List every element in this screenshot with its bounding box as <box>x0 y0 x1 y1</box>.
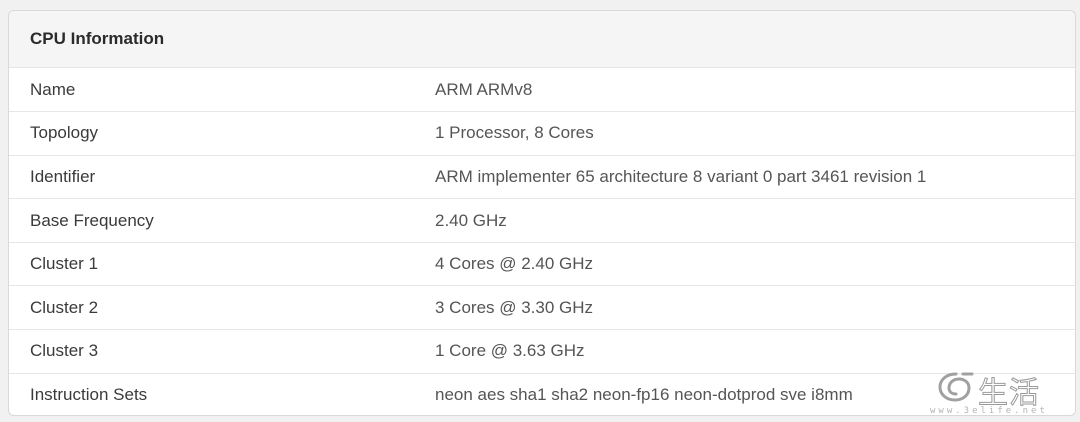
row-value-topology: 1 Processor, 8 Cores <box>435 111 1075 156</box>
cpu-information-panel: CPU Information Name ARM ARMv8 Topology … <box>8 10 1076 416</box>
table-row: Identifier ARM implementer 65 architectu… <box>9 155 1075 200</box>
row-value-base-frequency: 2.40 GHz <box>435 198 1075 243</box>
row-value-cluster-3: 1 Core @ 3.63 GHz <box>435 329 1075 374</box>
row-key-name: Name <box>9 68 435 113</box>
table-row: Cluster 1 4 Cores @ 2.40 GHz <box>9 242 1075 287</box>
row-key-identifier: Identifier <box>9 155 435 200</box>
panel-title: CPU Information <box>30 29 165 48</box>
row-value-name: ARM ARMv8 <box>435 68 1075 113</box>
table-row: Name ARM ARMv8 <box>9 68 1075 113</box>
row-key-cluster-3: Cluster 3 <box>9 329 435 374</box>
table-row: Base Frequency 2.40 GHz <box>9 198 1075 243</box>
cpu-info-table: Name ARM ARMv8 Topology 1 Processor, 8 C… <box>9 68 1075 415</box>
table-row: Topology 1 Processor, 8 Cores <box>9 111 1075 156</box>
table-row: Cluster 3 1 Core @ 3.63 GHz <box>9 329 1075 374</box>
row-key-base-frequency: Base Frequency <box>9 198 435 243</box>
table-row: Instruction Sets neon aes sha1 sha2 neon… <box>9 373 1075 415</box>
row-key-cluster-2: Cluster 2 <box>9 285 435 331</box>
row-key-cluster-1: Cluster 1 <box>9 242 435 287</box>
table-row: Cluster 2 3 Cores @ 3.30 GHz <box>9 285 1075 331</box>
row-value-cluster-1: 4 Cores @ 2.40 GHz <box>435 242 1075 287</box>
row-key-instruction-sets: Instruction Sets <box>30 385 148 405</box>
row-value-cluster-2: 3 Cores @ 3.30 GHz <box>435 285 1075 331</box>
row-value-identifier: ARM implementer 65 architecture 8 varian… <box>435 155 1075 200</box>
row-value-instruction-sets: neon aes sha1 sha2 neon-fp16 neon-dotpro… <box>435 385 853 405</box>
row-key-topology: Topology <box>9 111 435 156</box>
panel-header: CPU Information <box>9 11 1075 68</box>
